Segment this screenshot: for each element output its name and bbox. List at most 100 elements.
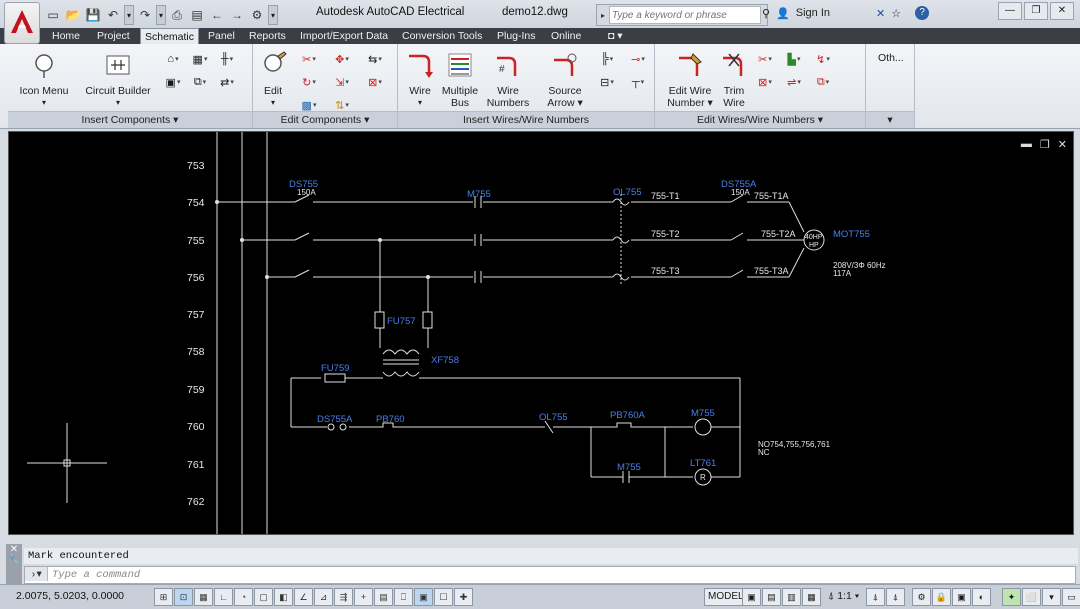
wire-tee-icon[interactable]: ┬▾ <box>631 76 645 88</box>
wire-type-icon[interactable]: ⊟▾ <box>600 76 614 89</box>
restore-button[interactable]: ❐ <box>1024 2 1048 20</box>
search-expand-icon[interactable]: ▸ <box>600 10 605 20</box>
insert-components-title[interactable]: Insert Components ▾ <box>8 111 252 128</box>
polar-tracking-icon[interactable]: ◔ <box>234 588 253 606</box>
help-icon[interactable]: ? <box>915 6 930 20</box>
icon-menu-button[interactable]: Icon Menu ▾ <box>14 50 74 109</box>
object-snap-icon[interactable]: ▢ <box>254 588 273 606</box>
gap-icon[interactable]: ▙▾ <box>787 53 801 66</box>
wire-numbers-button[interactable]: # Wire Numbers ▾ <box>484 50 532 121</box>
zoom-icon[interactable]: ▦ <box>802 588 821 606</box>
binoculars-icon[interactable]: ⚲ <box>762 7 771 20</box>
drawing-canvas[interactable]: ▬ ❐ ✕ <box>8 131 1074 535</box>
plot-icon[interactable]: ▤ <box>191 8 203 22</box>
fullscreen-icon[interactable]: ▭ <box>1062 588 1080 606</box>
grid-display-icon[interactable]: ▦ <box>194 588 213 606</box>
new-icon[interactable]: ▭ <box>47 8 59 22</box>
lineweight-icon[interactable]: + <box>354 588 373 606</box>
redo-icon[interactable]: ↷ <box>139 8 151 22</box>
tab-conversion-tools[interactable]: Conversion Tools <box>402 30 483 42</box>
undo-icon[interactable]: ↶ <box>107 8 119 22</box>
drawing-close-icon[interactable]: ✕ <box>1057 139 1067 151</box>
application-menu-button[interactable] <box>4 2 40 44</box>
wire-label-icon[interactable]: ⊠▾ <box>758 76 772 89</box>
ortho-mode-icon[interactable]: ∟ <box>214 588 233 606</box>
tab-online[interactable]: Online <box>551 30 582 42</box>
scoot-icon[interactable]: ⇲▾ <box>335 76 349 89</box>
annotation-monitor-icon[interactable]: ☐ <box>434 588 453 606</box>
qat-dropdown[interactable]: ▾ <box>268 5 278 25</box>
back-icon[interactable]: ← <box>211 8 223 22</box>
command-input[interactable]: Type a command <box>52 569 141 581</box>
source-arrow-button[interactable]: Source Arrow ▾ <box>542 50 588 109</box>
parametric-icon[interactable]: ▦▾ <box>192 53 208 66</box>
quick-properties-icon[interactable]: ⎕ <box>394 588 413 606</box>
lock-ui-icon[interactable]: 🔒 <box>932 588 951 606</box>
hardware-acceleration-icon[interactable]: ▣ <box>952 588 971 606</box>
ladder-insert-icon[interactable]: ╠▾ <box>600 53 614 65</box>
insert-wires-title[interactable]: Insert Wires/Wire Numbers <box>398 111 654 128</box>
quick-view-layouts-icon[interactable]: ▣ <box>742 588 761 606</box>
stay-connected-icon[interactable]: ☆ <box>891 7 902 20</box>
ducs-icon[interactable]: ⊿ <box>314 588 333 606</box>
forward-icon[interactable]: → <box>231 8 243 22</box>
align-icon[interactable]: ⇆▾ <box>368 53 382 66</box>
status-menu-icon[interactable]: ▾ <box>1042 588 1061 606</box>
edit-button[interactable]: Edit ▾ <box>255 50 291 109</box>
save-icon[interactable]: 💾 <box>85 8 101 22</box>
annotation-visibility-icon[interactable]: ⍋ <box>866 588 885 606</box>
undo-dropdown[interactable]: ▾ <box>124 5 134 25</box>
otrack-icon[interactable]: ∠ <box>294 588 313 606</box>
search-input[interactable] <box>609 6 761 24</box>
drawing-minimize-icon[interactable]: ▬ <box>1020 138 1032 150</box>
tab-reports[interactable]: Reports <box>249 30 286 42</box>
catalog-icon[interactable]: ▣▾ <box>165 76 181 89</box>
plus-icon[interactable]: ✚ <box>454 588 473 606</box>
workspace-switching-icon[interactable]: ⚙ <box>912 588 931 606</box>
command-line-handle[interactable]: ✕🔧 <box>6 544 22 584</box>
tab-project[interactable]: Project <box>97 30 130 42</box>
pan-icon[interactable]: ▥ <box>782 588 801 606</box>
trim-wire-button[interactable]: Trim Wire <box>719 50 749 109</box>
clean-screen-icon[interactable]: ⬜ <box>1022 588 1041 606</box>
drawing-restore-icon[interactable]: ❐ <box>1039 139 1050 151</box>
cross-ref-icon[interactable]: ▩▾ <box>301 99 317 112</box>
snap-mode-icon[interactable]: ⊡ <box>174 588 193 606</box>
cable-marker-icon[interactable]: ⊸▾ <box>631 53 645 66</box>
infer-constraints-icon[interactable]: ⊞ <box>154 588 173 606</box>
tab-schematic[interactable]: Schematic <box>140 28 200 45</box>
symbol-icon[interactable]: ⌂▾ <box>167 53 179 65</box>
transparency-icon[interactable]: ▤ <box>374 588 393 606</box>
tab-home[interactable]: Home <box>52 30 81 42</box>
tab-panel[interactable]: Panel <box>208 30 235 42</box>
sign-in-link[interactable]: Sign In <box>795 7 831 19</box>
dynamic-input-icon[interactable]: ⇶ <box>334 588 353 606</box>
tab-import-export[interactable]: Import/Export Data <box>300 30 389 42</box>
edit-wire-number-button[interactable]: Edit Wire Number ▾ <box>659 50 721 109</box>
tab-plug-ins[interactable]: Plug-Ins <box>497 30 536 42</box>
swap-wire-icon[interactable]: ⇌▾ <box>787 76 801 89</box>
ladder-icon[interactable]: ╫▾ <box>220 53 234 65</box>
minimize-button[interactable]: — <box>998 2 1022 20</box>
other-title-dropdown[interactable]: ▾ <box>866 111 914 128</box>
auto-scale-icon[interactable]: ⍋ <box>886 588 905 606</box>
exchange-icon[interactable]: ✕ <box>876 7 886 20</box>
wire-button[interactable]: Wire ▾ <box>402 50 438 109</box>
ribbon-options-icon[interactable]: ◘ ▾ <box>608 30 623 42</box>
move-icon[interactable]: ✥▾ <box>335 53 349 66</box>
edit-components-title[interactable]: Edit Components ▾ <box>253 111 397 128</box>
isolate-objects-icon[interactable]: ◐ <box>972 588 991 606</box>
user-icon[interactable]: 👤 <box>776 7 790 20</box>
other-button[interactable]: Oth... <box>878 52 904 64</box>
delete-component-icon[interactable]: ✂▾ <box>302 53 316 66</box>
multiple-bus-button[interactable]: Multiple Bus <box>438 50 482 109</box>
copy-icon[interactable]: ⧉▾ <box>193 75 207 88</box>
performance-icon[interactable]: ✦ <box>1002 588 1021 606</box>
command-prompt-icon[interactable]: ›▾ <box>25 567 48 581</box>
quick-view-drawings-icon[interactable]: ▤ <box>762 588 781 606</box>
edit-wires-title[interactable]: Edit Wires/Wire Numbers ▾ <box>655 111 865 128</box>
attribute-icon[interactable]: ⊠▾ <box>368 76 382 89</box>
close-button[interactable]: ✕ <box>1050 2 1074 20</box>
print-icon[interactable]: ⎙ <box>172 7 182 22</box>
delete-wire-numbers-icon[interactable]: ✂▾ <box>758 53 772 66</box>
